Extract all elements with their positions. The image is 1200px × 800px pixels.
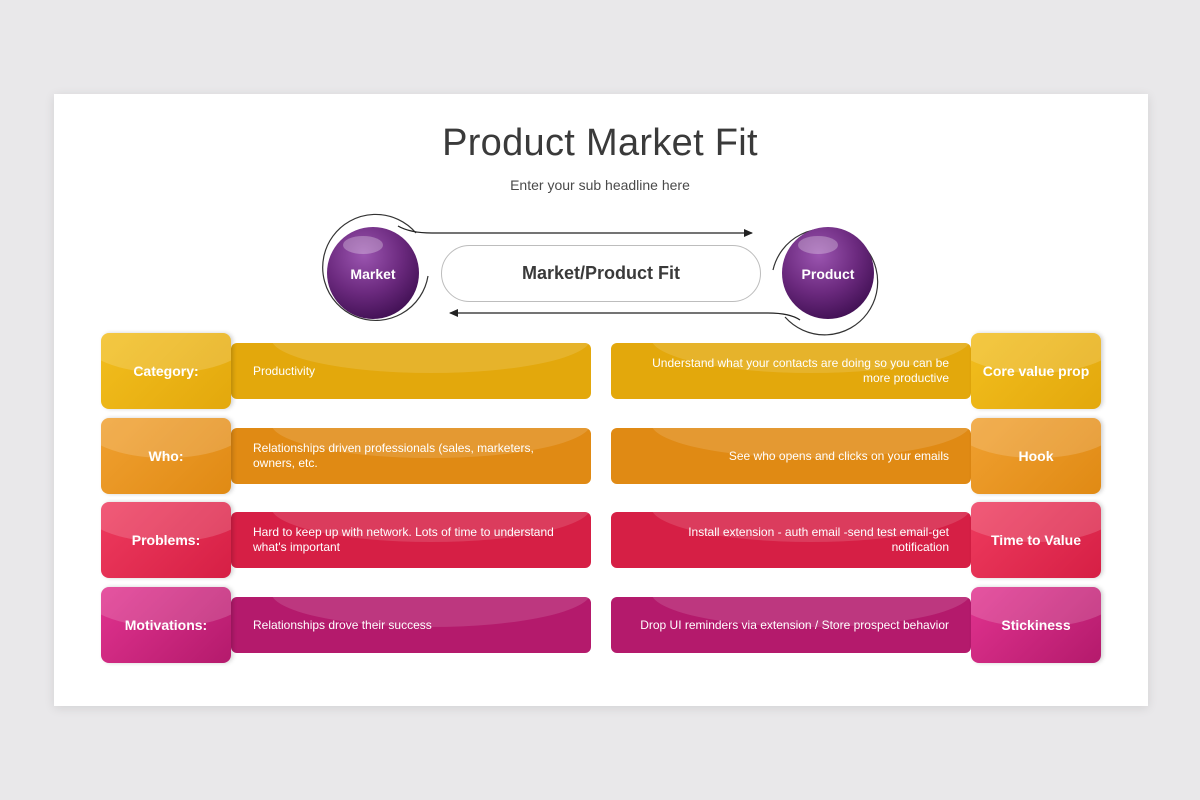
left-row-bar: Productivity <box>231 343 591 399</box>
left-row-bar: Relationships driven professionals (sale… <box>231 428 591 484</box>
left-row-tab: Motivations: <box>101 587 231 663</box>
left-row-tab: Who: <box>101 418 231 494</box>
left-row-text: Hard to keep up with network. Lots of ti… <box>253 525 554 554</box>
top-arrow <box>397 225 753 237</box>
market-circle <box>327 227 419 319</box>
right-row-text: Drop UI reminders via extension / Store … <box>640 617 949 632</box>
left-row-bar: Relationships drove their success <box>231 597 591 653</box>
right-row-tab: Core value prop <box>971 333 1101 409</box>
right-row: See who opens and clicks on your emails … <box>611 418 1101 494</box>
left-row: Relationships driven professionals (sale… <box>101 418 591 494</box>
right-row: Install extension - auth email -send tes… <box>611 502 1101 578</box>
product-ring <box>772 228 879 336</box>
right-row-text: Understand what your contacts are doing … <box>652 356 949 385</box>
right-row: Drop UI reminders via extension / Store … <box>611 587 1101 663</box>
left-row-bar: Hard to keep up with network. Lots of ti… <box>231 512 591 568</box>
right-row-bar: See who opens and clicks on your emails <box>611 428 971 484</box>
right-row-text: Install extension - auth email -send tes… <box>688 525 949 554</box>
right-row-label: Stickiness <box>1001 617 1071 633</box>
page-title: Product Market Fit <box>442 122 758 164</box>
left-row-label: Problems: <box>131 532 201 548</box>
left-row-label: Motivations: <box>124 617 208 633</box>
left-row: Hard to keep up with network. Lots of ti… <box>101 502 591 578</box>
bottom-arrow <box>449 309 801 321</box>
left-row: Productivity Category: <box>101 333 591 409</box>
left-row-label: Who: <box>148 448 184 464</box>
right-row-label: Time to Value <box>991 532 1081 548</box>
market-ring <box>322 213 429 321</box>
right-row-text: See who opens and clicks on your emails <box>728 448 949 463</box>
right-row-tab: Hook <box>971 418 1101 494</box>
left-row-text: Relationships drove their success <box>253 617 432 632</box>
market-product-fit-pill: Market/Product Fit <box>441 245 761 302</box>
right-row-tab: Time to Value <box>971 502 1101 578</box>
left-row-tab: Category: <box>101 333 231 409</box>
left-row-label: Category: <box>133 363 199 379</box>
right-row-label: Core value prop <box>982 363 1090 379</box>
right-row: Understand what your contacts are doing … <box>611 333 1101 409</box>
page-subtitle: Enter your sub headline here <box>510 177 690 193</box>
right-row-tab: Stickiness <box>971 587 1101 663</box>
market-label: Market <box>350 266 396 282</box>
right-row-bar: Understand what your contacts are doing … <box>611 343 971 399</box>
left-row: Relationships drove their success Motiva… <box>101 587 591 663</box>
right-row-label: Hook <box>1018 448 1054 464</box>
left-row-text: Productivity <box>253 363 316 378</box>
left-row-tab: Problems: <box>101 502 231 578</box>
right-row-bar: Drop UI reminders via extension / Store … <box>611 597 971 653</box>
product-label: Product <box>801 266 855 282</box>
right-row-bar: Install extension - auth email -send tes… <box>611 512 971 568</box>
left-row-text: Relationships driven professionals (sale… <box>253 441 534 470</box>
product-circle <box>782 227 874 319</box>
